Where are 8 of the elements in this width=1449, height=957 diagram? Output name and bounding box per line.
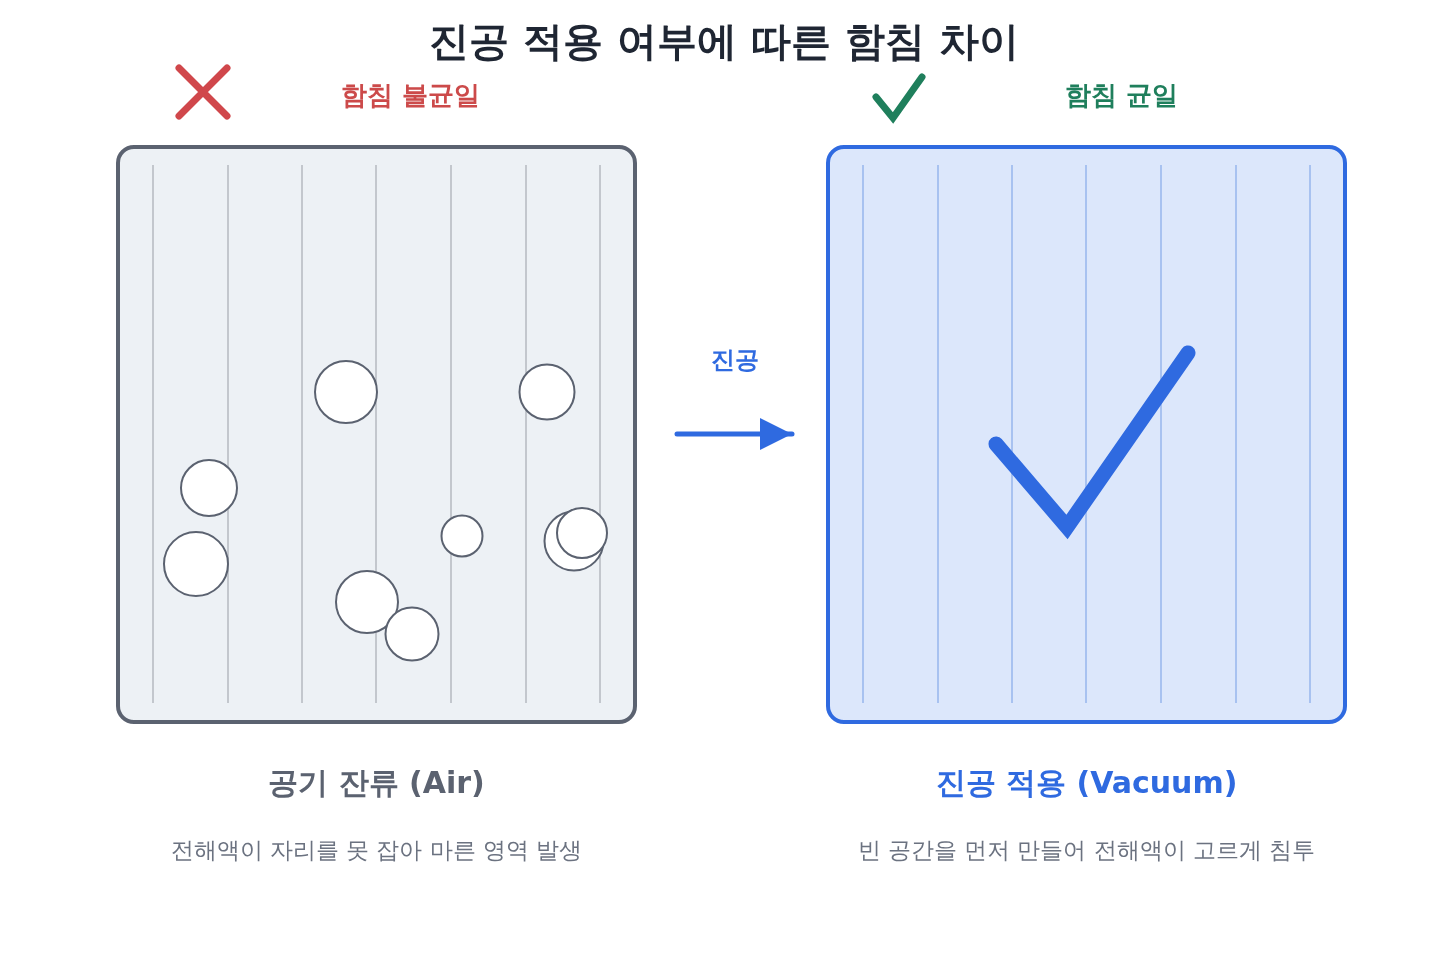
panel-caption: 공기 잔류 (Air)	[268, 764, 485, 802]
result-heading: 함침 균일	[1065, 79, 1179, 111]
result-heading: 함침 불균일	[341, 79, 481, 111]
arrow	[674, 418, 795, 450]
panel-caption: 진공 적용 (Vacuum)	[935, 764, 1238, 802]
description-text: 빈 공간을 먼저 만들어 전해액이 고르게 침투	[857, 836, 1316, 864]
diagram-title: 진공 적용 여부에 따른 함침 차이	[429, 17, 1019, 66]
description-text: 전해액이 자리를 못 잡아 마른 영역 발생	[170, 836, 583, 864]
